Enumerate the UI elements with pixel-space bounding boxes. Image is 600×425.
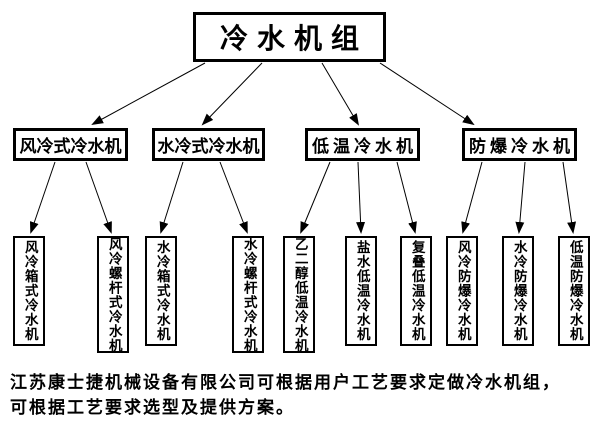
node-water-cooled-screw-chiller: 水冷螺杆式冷水机	[232, 236, 264, 353]
node-glycol-low-temp-chiller: 乙二醇低温冷水机	[283, 236, 315, 353]
arrow-to-air-explosion	[461, 161, 483, 234]
node-label: 复叠低温冷水机	[408, 240, 425, 342]
node-label: 低温防爆冷水机	[566, 240, 583, 342]
node-label: 水冷防爆冷水机	[510, 240, 527, 342]
node-label: 风冷箱式冷水机	[21, 240, 38, 342]
node-label: 盐水低温冷水机	[353, 240, 370, 342]
node-water-cooled-chiller: 水冷式冷水机	[152, 128, 265, 161]
node-label: 风冷防爆冷水机	[454, 240, 471, 342]
node-label: 风冷式冷水机	[19, 137, 122, 157]
node-chiller-unit-root: 冷水机组	[193, 12, 386, 62]
arrow-to-water-explosion	[515, 161, 526, 234]
arrow-to-glycol	[300, 161, 331, 234]
arrow-to-water-box	[159, 161, 184, 234]
node-water-cooled-box-chiller: 水冷箱式冷水机	[145, 236, 177, 346]
arrow-root-to-water-cooled	[201, 62, 263, 126]
arrow-to-brine	[356, 161, 366, 234]
company-note: 江苏康士捷机械设备有限公司可根据用户工艺要求定做冷水机组， 可根据工艺要求选型及…	[10, 371, 595, 421]
arrow-to-lowtemp-explosion	[562, 161, 577, 234]
node-water-cooled-explosion-proof-chiller: 水冷防爆冷水机	[502, 236, 534, 346]
node-explosion-proof-chiller: 防爆冷水机	[462, 128, 577, 161]
arrow-to-cascade	[396, 161, 417, 234]
node-label: 低温冷水机	[312, 137, 417, 157]
node-air-cooled-explosion-proof-chiller: 风冷防爆冷水机	[446, 236, 478, 346]
node-label: 水冷式冷水机	[157, 137, 260, 157]
node-air-cooled-box-chiller: 风冷箱式冷水机	[13, 236, 45, 346]
node-air-cooled-screw-chiller: 风冷螺杆式冷水机	[97, 236, 129, 353]
node-label: 水冷螺杆式冷水机	[240, 236, 257, 353]
node-label: 防爆冷水机	[469, 137, 574, 157]
node-cascade-low-temp-chiller: 复叠低温冷水机	[400, 236, 432, 346]
node-label: 风冷螺杆式冷水机	[105, 236, 122, 353]
arrow-root-to-low-temp	[321, 62, 360, 126]
arrow-to-air-box	[29, 161, 56, 234]
arrow-root-to-explosion-proof	[379, 62, 475, 126]
node-low-temp-explosion-proof-chiller: 低温防爆冷水机	[558, 236, 590, 346]
node-air-cooled-chiller: 风冷式冷水机	[13, 128, 128, 161]
node-label: 乙二醇低温冷水机	[291, 236, 308, 353]
node-brine-low-temp-chiller: 盐水低温冷水机	[345, 236, 377, 346]
company-note-line2: 可根据工艺要求选型及提供方案。	[10, 398, 295, 418]
arrow-root-to-air-cooled	[91, 62, 206, 125]
node-low-temp-chiller: 低温冷水机	[305, 128, 420, 161]
arrow-to-air-screw	[85, 161, 112, 234]
node-label: 冷水机组	[219, 22, 368, 55]
company-note-line1: 江苏康士捷机械设备有限公司可根据用户工艺要求定做冷水机组，	[10, 373, 561, 393]
node-label: 水冷箱式冷水机	[153, 240, 170, 342]
arrow-to-water-screw	[219, 161, 248, 234]
